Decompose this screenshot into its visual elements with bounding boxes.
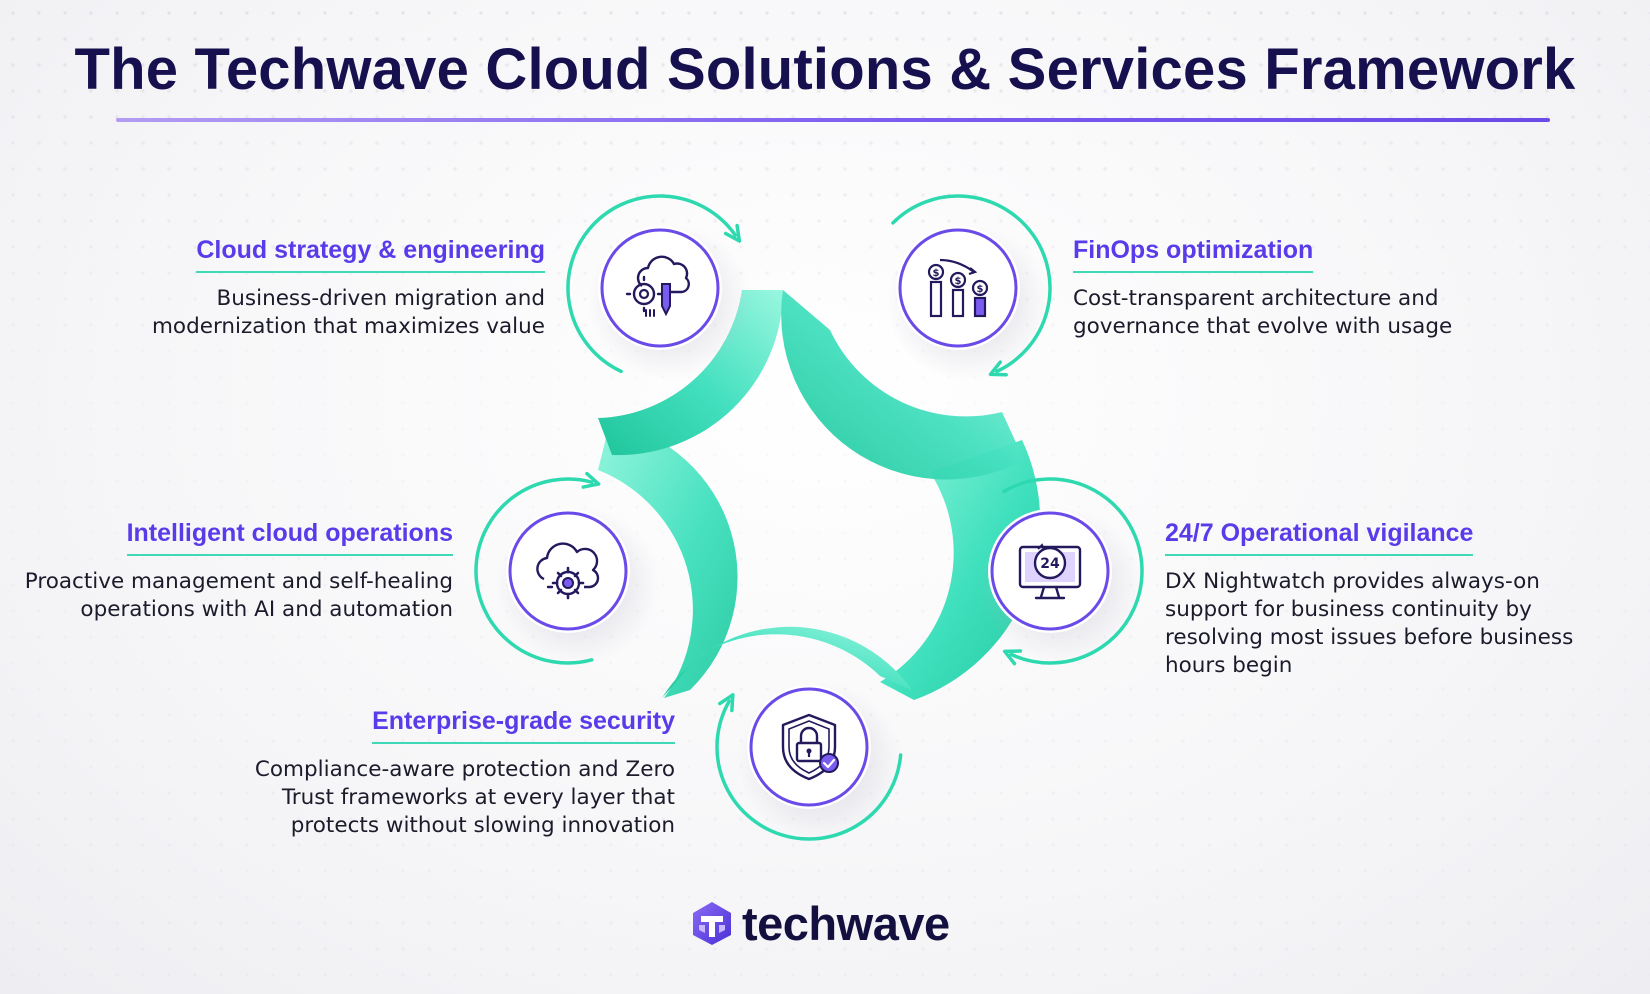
logo-text: techwave bbox=[742, 896, 950, 950]
desc-cloud-strategy: Business-driven migration and modernizat… bbox=[151, 286, 545, 339]
svg-text:$: $ bbox=[933, 268, 940, 279]
desc-intelligent-ops: Proactive management and self-healing op… bbox=[24, 569, 453, 622]
heading-vigilance: 24/7 Operational vigilance bbox=[1165, 521, 1474, 556]
heading-finops: FinOps optimization bbox=[1073, 238, 1314, 273]
block-vigilance: 24/7 Operational vigilance DX Nightwatch… bbox=[1165, 521, 1573, 680]
node-cloud-strategy bbox=[566, 194, 752, 380]
page-title: The Techwave Cloud Solutions & Services … bbox=[74, 37, 1576, 102]
ribbon-top-right bbox=[781, 290, 1024, 480]
block-finops: FinOps optimization Cost-transparent arc… bbox=[1073, 238, 1452, 341]
heading-security: Enterprise-grade security bbox=[372, 709, 675, 744]
svg-text:$: $ bbox=[977, 284, 984, 295]
svg-text:$: $ bbox=[955, 276, 962, 287]
node-cycle-arrow bbox=[715, 701, 903, 841]
node-cycle-arrow bbox=[474, 479, 592, 665]
block-cloud-strategy: Cloud strategy & engineering Business-dr… bbox=[152, 238, 545, 341]
techwave-logo-icon bbox=[693, 902, 731, 945]
heading-cloud-strategy: Cloud strategy & engineering bbox=[196, 238, 545, 273]
monitor-24-icon: 24 bbox=[1018, 543, 1082, 600]
ribbon-bottom bbox=[662, 626, 912, 698]
node-finops bbox=[886, 194, 1052, 380]
svg-text:24: 24 bbox=[1040, 556, 1060, 572]
ribbon-left bbox=[598, 422, 738, 698]
shield-lock-icon bbox=[781, 713, 839, 781]
block-intelligent-ops: Intelligent cloud operations Proactive m… bbox=[25, 521, 453, 624]
block-security: Enterprise-grade security Compliance-awa… bbox=[255, 709, 675, 840]
node-cycle-arrow bbox=[566, 194, 735, 374]
desc-security: Compliance-aware protection and Zero Tru… bbox=[254, 757, 675, 838]
techwave-logo: techwave bbox=[688, 895, 950, 951]
cloud-gear-icon bbox=[536, 542, 600, 600]
cost-bar-chart-icon: $ $ $ bbox=[927, 258, 989, 318]
node-cycle-arrow bbox=[891, 194, 1052, 371]
desc-finops: Cost-transparent architecture and govern… bbox=[1073, 286, 1453, 339]
title-underline bbox=[116, 118, 1550, 122]
cloud-gear-pencil-icon bbox=[625, 255, 690, 317]
heading-intelligent-ops: Intelligent cloud operations bbox=[126, 521, 453, 556]
node-ring bbox=[600, 228, 720, 348]
node-cycle-arrow bbox=[1004, 477, 1144, 663]
desc-vigilance: DX Nightwatch provides always-on support… bbox=[1165, 569, 1574, 678]
